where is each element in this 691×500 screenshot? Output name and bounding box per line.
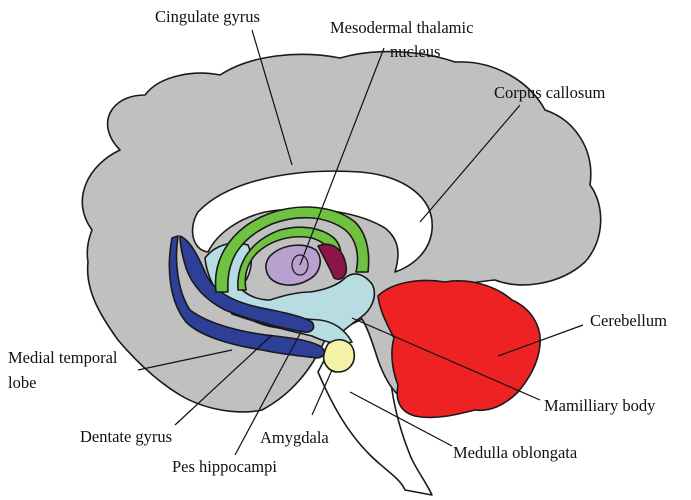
label-corpus-callosum: Corpus callosum [494, 83, 606, 102]
amygdala [324, 340, 355, 372]
label-pes-hippocampi: Pes hippocampi [172, 457, 277, 476]
label-mamilliary-body: Mamilliary body [544, 396, 656, 415]
label-dentate-gyrus: Dentate gyrus [80, 427, 172, 446]
label-cerebellum: Cerebellum [590, 311, 667, 330]
label-mesodermal-line2: nucleus [390, 42, 440, 61]
label-mesodermal-line1: Mesodermal thalamic [330, 18, 473, 37]
label-medulla-oblongata: Medulla oblongata [453, 443, 578, 462]
label-medial-temporal-line2: lobe [8, 373, 36, 392]
label-amygdala: Amygdala [260, 428, 329, 447]
label-cingulate-gyrus: Cingulate gyrus [155, 7, 260, 26]
label-medial-temporal-line1: Medial temporal [8, 348, 118, 367]
